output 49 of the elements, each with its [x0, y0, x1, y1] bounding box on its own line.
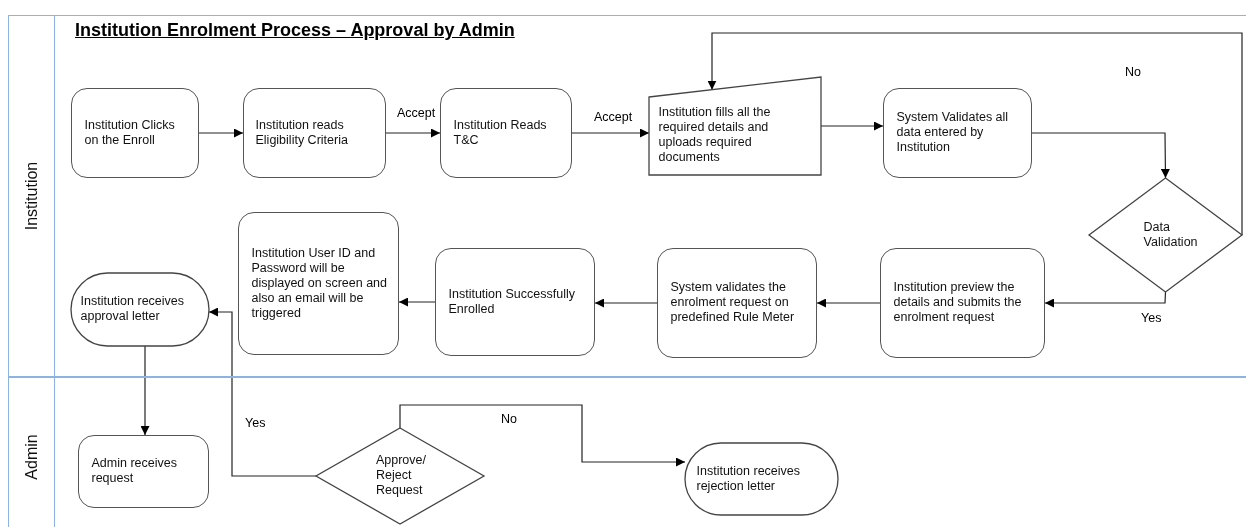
node-text: Institution reads Eligibility Criteria [255, 117, 349, 148]
edge-label: Accept [396, 106, 437, 120]
edge-label: Yes [1140, 311, 1163, 325]
node-text: Institution fills all the required details and uploads required documents [658, 104, 772, 165]
decision-diamond [1088, 177, 1242, 292]
arrow [816, 298, 881, 308]
process-box [879, 247, 1045, 358]
swimlane [8, 15, 1246, 377]
arrow [398, 297, 436, 307]
arrow [594, 298, 658, 308]
node-text: Institution User ID and Password will be displayed on screen and also an email will be triggered [251, 245, 388, 321]
arrow [1031, 132, 1170, 179]
edge-label: No [1124, 65, 1142, 79]
process-box [656, 247, 817, 358]
edge-label: Yes [244, 416, 267, 430]
arrow [140, 345, 150, 436]
node-text: Institution receives approval letter [80, 294, 186, 324]
process-box [434, 247, 595, 356]
process-box [70, 87, 199, 178]
terminal-shape [70, 272, 209, 346]
process-box [237, 211, 399, 355]
arrow [208, 307, 317, 477]
node-text: Institution Clicks on the Enroll [84, 117, 176, 148]
node-text: Data Validation [1143, 219, 1199, 250]
node-text: System Validates all data entered by Institution [896, 110, 1010, 155]
process-box [77, 434, 209, 508]
lane-label: Institution [23, 161, 39, 231]
node-text: Approve/ Reject Request [375, 453, 427, 498]
process-box [242, 87, 386, 178]
node-text: Admin receives request [91, 456, 178, 486]
process-box [439, 87, 572, 178]
edge-label: Accept [593, 110, 634, 124]
node-text: Institution receives rejection letter [696, 463, 802, 494]
process-box [882, 87, 1032, 178]
arrow [1044, 291, 1167, 308]
node-text: Institution Successfully Enrolled [448, 286, 576, 317]
edge-label: No [500, 412, 518, 426]
arrow [707, 32, 1243, 236]
diagram-title: Institution Enrolment Process – Approval by Admin [75, 20, 515, 41]
lane-label: Admin [23, 434, 39, 480]
node-text: Institution preview the details and submits the enrolment request [893, 280, 1023, 325]
arrow [385, 128, 441, 138]
arrow [820, 121, 884, 131]
manual-input-shape [648, 76, 821, 175]
node-text: System validates the enrolment request on predefined Rule Meter [670, 280, 796, 325]
node-text: Institution Reads T&C [453, 117, 548, 148]
swimlane [8, 377, 1246, 527]
arrow [198, 128, 244, 138]
decision-diamond [315, 427, 484, 524]
